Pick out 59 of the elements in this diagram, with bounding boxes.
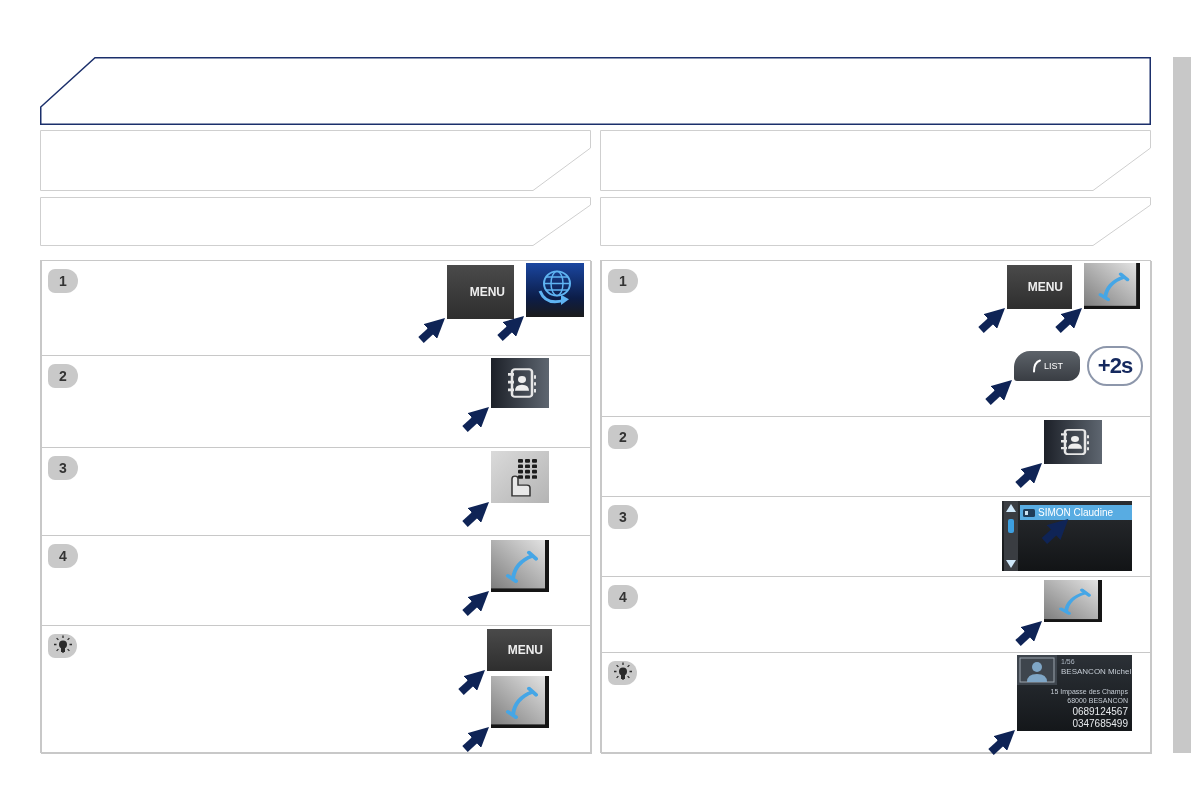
step-row xyxy=(601,577,1152,653)
globe-icon xyxy=(526,263,584,317)
press-arrow xyxy=(978,305,1008,333)
subheading-band xyxy=(40,130,591,191)
steps-panel xyxy=(600,260,1151,753)
header-band xyxy=(40,57,1151,125)
contact-name: BESANCON Michel xyxy=(1061,667,1132,677)
tip-row xyxy=(601,653,1152,754)
press-arrow xyxy=(458,667,488,695)
phone-number: 0347685499 xyxy=(1072,718,1128,730)
press-arrow xyxy=(1015,618,1045,646)
contacts-icon xyxy=(1044,420,1102,464)
step-row xyxy=(601,417,1152,497)
press-arrow xyxy=(1055,305,1085,333)
phone-number: 0689124567 xyxy=(1072,706,1128,718)
step-number-badge: 1 xyxy=(48,269,78,293)
press-arrow xyxy=(462,499,492,527)
press-arrow xyxy=(462,588,492,616)
keypad-icon xyxy=(491,451,549,503)
press-arrow xyxy=(988,727,1018,755)
phone-icon xyxy=(491,540,549,592)
menu-button: MENU xyxy=(487,629,552,671)
contact-details-screen xyxy=(1017,655,1132,731)
press-arrow xyxy=(497,313,527,341)
step-row xyxy=(601,261,1152,417)
press-arrow xyxy=(1015,460,1045,488)
step-number-badge: 3 xyxy=(48,456,78,480)
step-row xyxy=(41,536,592,626)
step-row xyxy=(41,356,592,448)
step-number-badge: 3 xyxy=(608,505,638,529)
contacts-icon xyxy=(491,358,549,408)
menu-button: MENU xyxy=(447,265,514,319)
press-arrow xyxy=(418,315,448,343)
subheading-band xyxy=(40,197,591,246)
step-row xyxy=(41,448,592,536)
step-number-badge: 4 xyxy=(608,585,638,609)
phone-icon xyxy=(1084,263,1140,309)
step-number-badge: 2 xyxy=(48,364,78,388)
steps-panel xyxy=(40,260,591,753)
step-row xyxy=(601,497,1152,577)
tip-row xyxy=(41,626,592,754)
phone-icon xyxy=(1044,580,1102,622)
hold-duration-badge: +2s xyxy=(1087,346,1143,386)
contact-name: SIMON Claudine xyxy=(1038,506,1114,520)
phone-icon xyxy=(491,676,549,728)
step-number-badge: 1 xyxy=(608,269,638,293)
press-arrow xyxy=(462,404,492,432)
step-row xyxy=(41,261,592,356)
step-number-badge: 4 xyxy=(48,544,78,568)
subheading-band xyxy=(600,197,1151,246)
side-tab xyxy=(1173,57,1191,753)
list-button: LIST xyxy=(1014,351,1080,381)
step-number-badge: 2 xyxy=(608,425,638,449)
contact-list-screen xyxy=(1002,501,1132,571)
subheading-band xyxy=(600,130,1151,191)
press-arrow xyxy=(462,724,492,752)
press-arrow xyxy=(985,377,1015,405)
list-item-highlight xyxy=(1020,505,1132,520)
menu-button: MENU xyxy=(1007,265,1072,309)
